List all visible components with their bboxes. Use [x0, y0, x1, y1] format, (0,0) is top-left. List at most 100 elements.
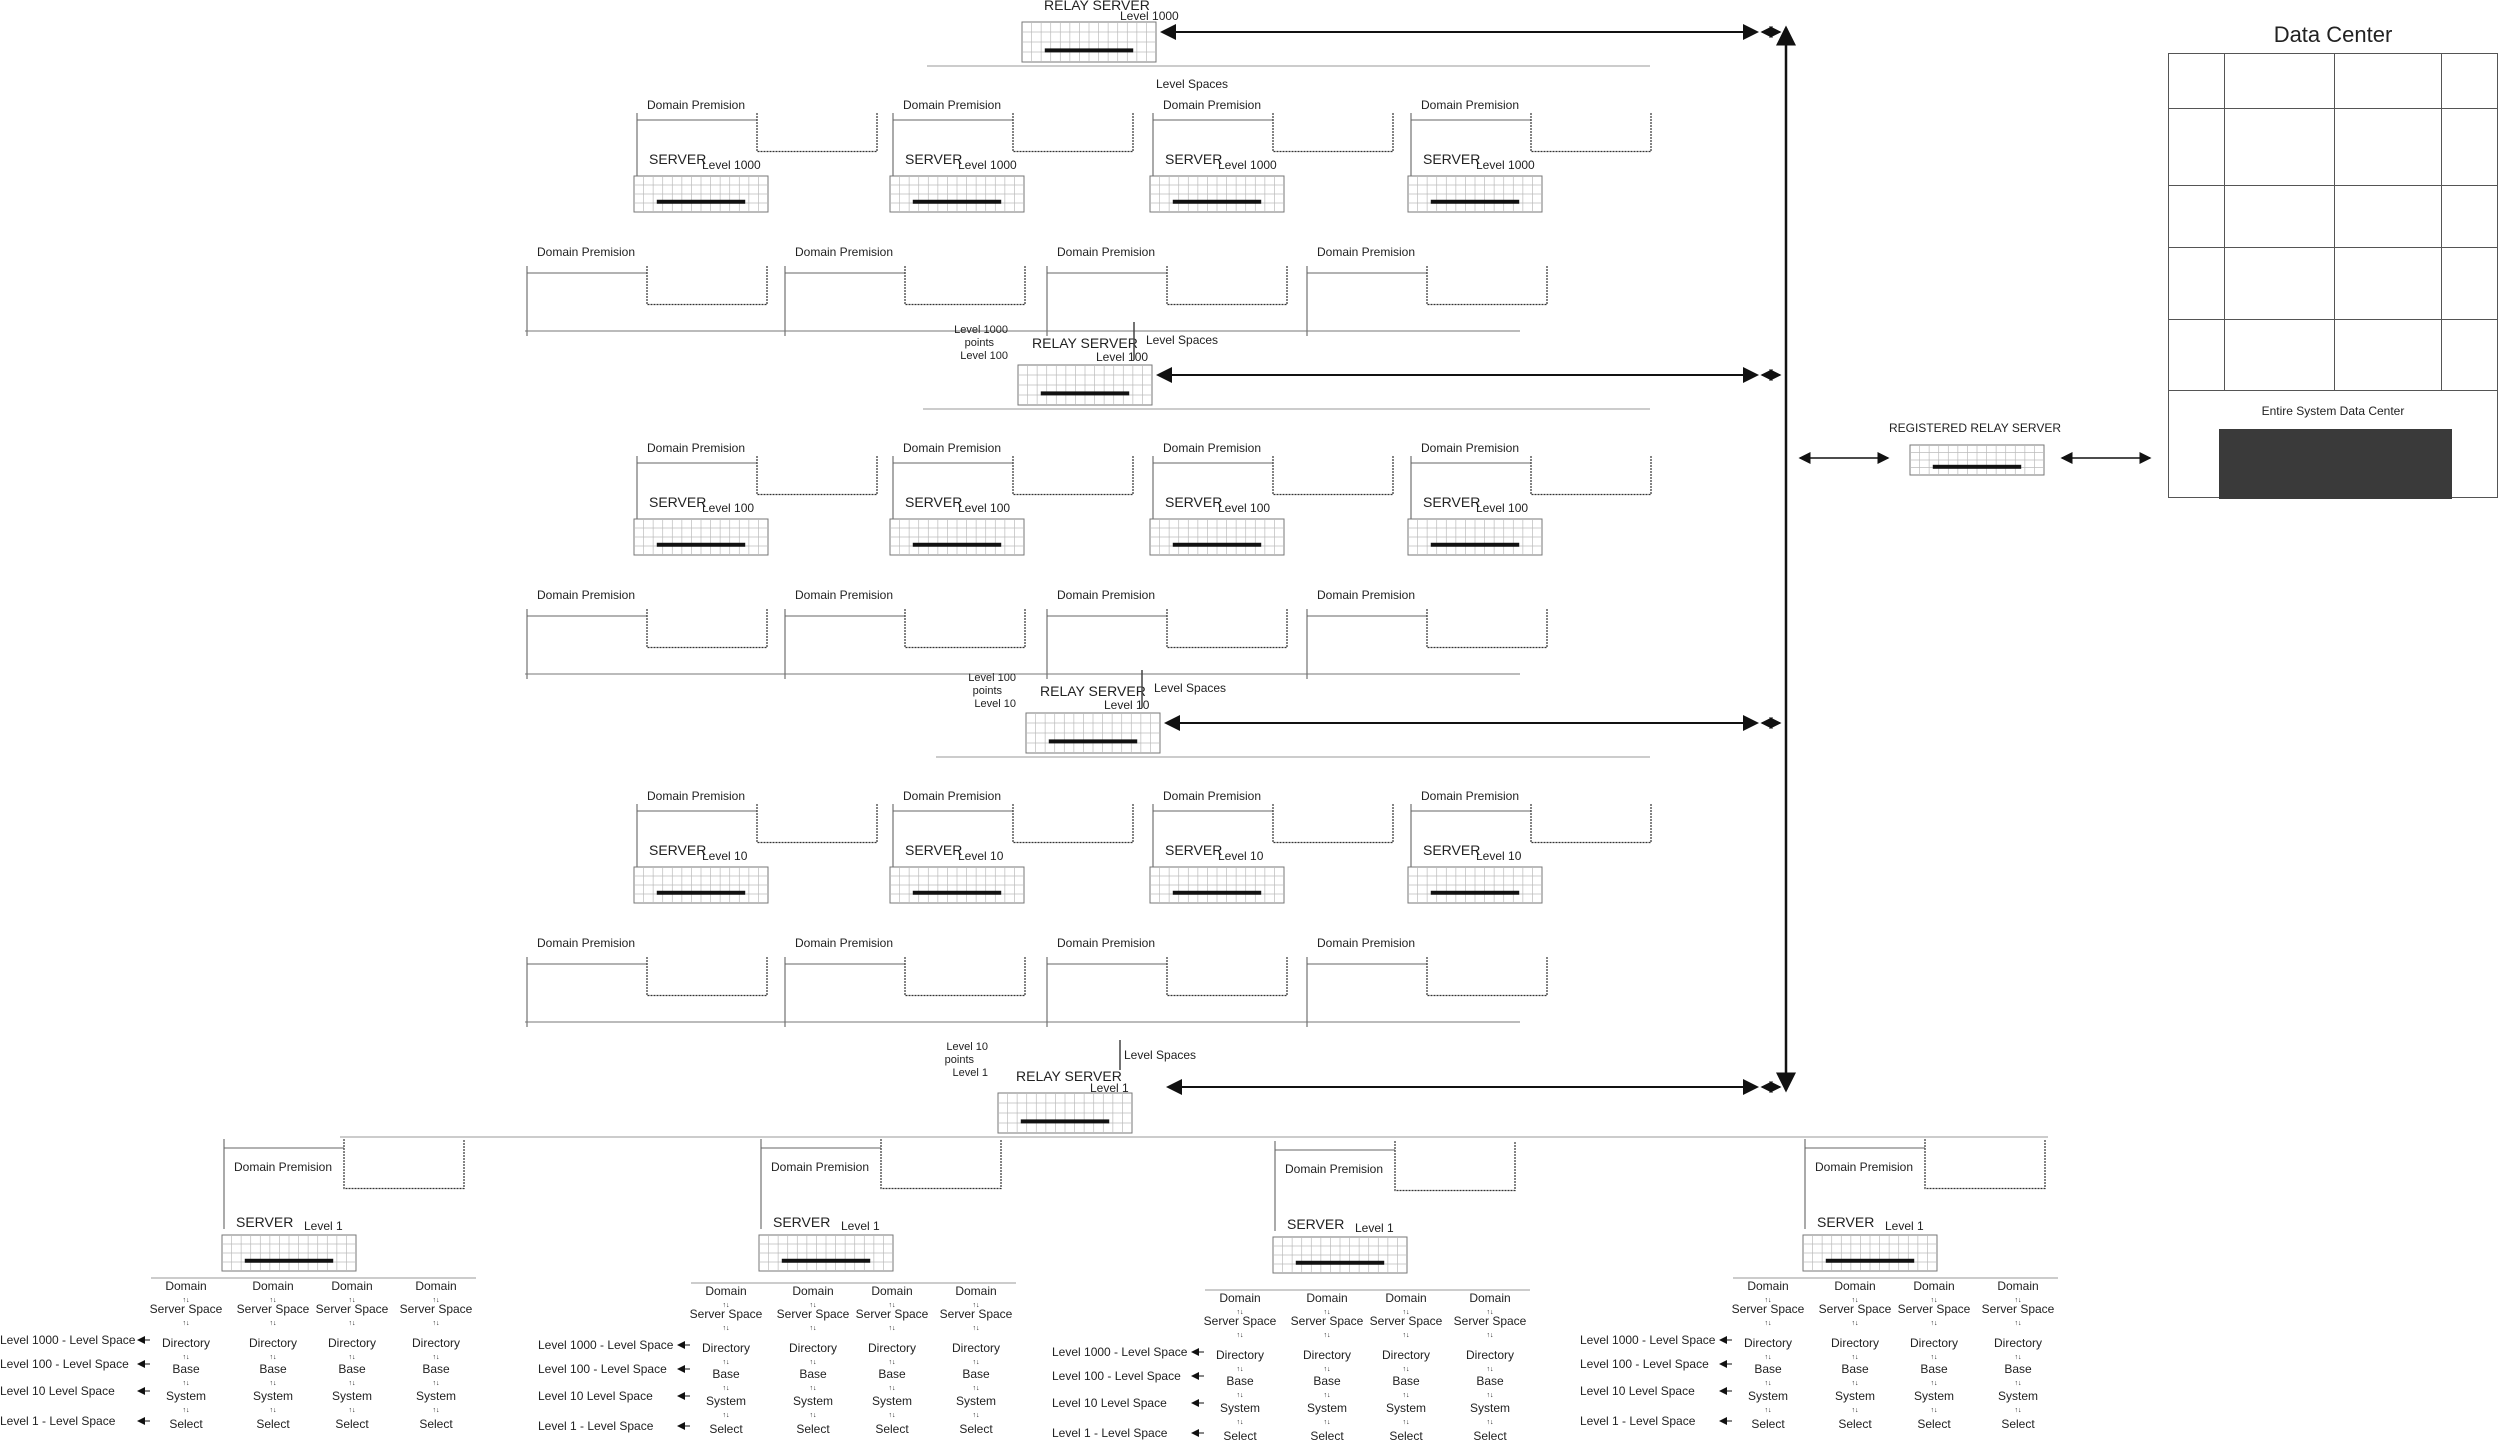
level-spaces-label: Level Spaces [1154, 681, 1226, 695]
server-box [633, 518, 769, 556]
domain-stairs-lower-step [1166, 957, 1288, 997]
domain-stairs-upper [1152, 113, 1394, 183]
hierarchy-arrow-glyph: ↑↓ [2015, 1297, 2022, 1304]
hierarchy-arrow-glyph: ↑↓ [183, 1297, 190, 1304]
hierarchy-arrow-glyph: ↑↓ [1765, 1320, 1772, 1327]
hierarchy-arrow-glyph: ↑↓ [349, 1380, 356, 1387]
domain-stairs-lower [1306, 266, 1548, 336]
server-box-bar [1430, 890, 1520, 895]
hierarchy-arrow-glyph: ↑↓ [1487, 1392, 1494, 1399]
domain-premision-label: Domain Premision [234, 1160, 332, 1174]
relay-server-box-bar [1040, 391, 1130, 396]
hierarchy-system: System [706, 1394, 746, 1408]
server-box-bar [1172, 542, 1262, 547]
domain-stairs-upper [1410, 804, 1652, 874]
hierarchy-directory: Directory [249, 1336, 297, 1350]
level-space-label: Level 1 - Level Space [0, 1414, 116, 1428]
hierarchy-base: Base [259, 1362, 287, 1376]
level-space-label: Level 10 Level Space [1580, 1384, 1695, 1398]
hierarchy-arrow-glyph: ↑↓ [183, 1320, 190, 1327]
data-center-box: Entire System Data Center [2168, 53, 2498, 499]
hierarchy-directory: Directory [1303, 1348, 1351, 1362]
server-label: SERVER [905, 842, 962, 858]
domain-stairs-upper-step [1530, 456, 1652, 496]
relay-server-box [1021, 21, 1157, 63]
server-box-bar [1172, 199, 1262, 204]
hierarchy-arrow-glyph: ↑↓ [433, 1320, 440, 1327]
domain-premision-label: Domain Premision [903, 98, 1001, 112]
hierarchy-arrow-glyph: ↑↓ [433, 1407, 440, 1414]
hierarchy-domain: Domain [705, 1284, 746, 1298]
hierarchy-arrow-glyph: ↑↓ [810, 1385, 817, 1392]
hierarchy-arrow-glyph: ↑↓ [1852, 1320, 1859, 1327]
hierarchy-arrow-glyph: ↑↓ [723, 1359, 730, 1366]
server-label: SERVER [649, 842, 706, 858]
hierarchy-system: System [253, 1389, 293, 1403]
server-label: SERVER [1165, 494, 1222, 510]
domain-premision-label: Domain Premision [647, 98, 745, 112]
hierarchy-directory: Directory [1994, 1336, 2042, 1350]
server-label: SERVER [905, 151, 962, 167]
domain-stairs-lower [526, 957, 768, 1027]
hierarchy-base: Base [2004, 1362, 2032, 1376]
hierarchy-directory: Directory [1744, 1336, 1792, 1350]
domain-stairs-lower [1046, 266, 1288, 336]
hierarchy-server-space: Server Space [1898, 1302, 1971, 1316]
hierarchy-arrow-glyph: ↑↓ [1237, 1392, 1244, 1399]
server-label: SERVER [1817, 1214, 1874, 1230]
points-upper-label: Level 100 [968, 672, 1016, 684]
domain-stairs-upper [636, 804, 878, 874]
hierarchy-server-space: Server Space [1819, 1302, 1892, 1316]
hierarchy-base: Base [1226, 1374, 1254, 1388]
hierarchy-system: System [1748, 1389, 1788, 1403]
hierarchy-arrow-glyph: ↑↓ [1324, 1309, 1331, 1316]
hierarchy-select: Select [1389, 1429, 1423, 1440]
hierarchy-arrow-glyph: ↑↓ [973, 1302, 980, 1309]
server-box [1149, 518, 1285, 556]
server-label: SERVER [1165, 842, 1222, 858]
hierarchy-domain: Domain [1747, 1279, 1788, 1293]
domain-stairs-bottom-step [1394, 1141, 1516, 1192]
server-box [1149, 175, 1285, 213]
hierarchy-arrow-glyph: ↑↓ [1237, 1419, 1244, 1426]
domain-stairs-upper [892, 456, 1134, 526]
server-label: SERVER [1423, 151, 1480, 167]
domain-stairs-lower [784, 609, 1026, 679]
hierarchy-base: Base [712, 1367, 740, 1381]
hierarchy-directory: Directory [952, 1341, 1000, 1355]
hierarchy-base: Base [962, 1367, 990, 1381]
hierarchy-arrow-glyph: ↑↓ [433, 1354, 440, 1361]
domain-stairs-bottom-step [880, 1139, 1002, 1190]
hierarchy-arrow-glyph: ↑↓ [1237, 1366, 1244, 1373]
hierarchy-arrow-glyph: ↑↓ [1765, 1297, 1772, 1304]
hierarchy-select: Select [1838, 1417, 1872, 1431]
level-space-label: Level 1 - Level Space [538, 1419, 654, 1433]
points-upper-label: Level 10 [946, 1041, 988, 1053]
hierarchy-arrow-glyph: ↑↓ [183, 1380, 190, 1387]
hierarchy-arrow-glyph: ↑↓ [810, 1325, 817, 1332]
hierarchy-select: Select [1751, 1417, 1785, 1431]
hierarchy-base: Base [338, 1362, 366, 1376]
hierarchy-arrow-glyph: ↑↓ [270, 1380, 277, 1387]
hierarchy-arrow-glyph: ↑↓ [270, 1320, 277, 1327]
server-box [221, 1234, 357, 1272]
server-label: SERVER [649, 494, 706, 510]
hierarchy-select: Select [1473, 1429, 1507, 1440]
hierarchy-system: System [1835, 1389, 1875, 1403]
server-box-bar [1172, 890, 1262, 895]
points-label: points [973, 685, 1003, 697]
hierarchy-arrow-glyph: ↑↓ [2015, 1320, 2022, 1327]
hierarchy-arrow-glyph: ↑↓ [810, 1412, 817, 1419]
domain-stairs-bottom-step [343, 1139, 465, 1190]
server-box [1149, 866, 1285, 904]
server-level-label: Level 100 [1218, 501, 1270, 515]
domain-premision-label: Domain Premision [903, 789, 1001, 803]
domain-stairs-lower-step [646, 957, 768, 997]
domain-stairs-lower-step [1426, 266, 1548, 306]
domain-stairs-lower-step [904, 609, 1026, 649]
server-box [1407, 866, 1543, 904]
hierarchy-arrow-glyph: ↑↓ [183, 1407, 190, 1414]
hierarchy-server-space: Server Space [1732, 1302, 1805, 1316]
relay-level-label: Level 1 [1090, 1081, 1129, 1095]
hierarchy-system: System [1220, 1401, 1260, 1415]
